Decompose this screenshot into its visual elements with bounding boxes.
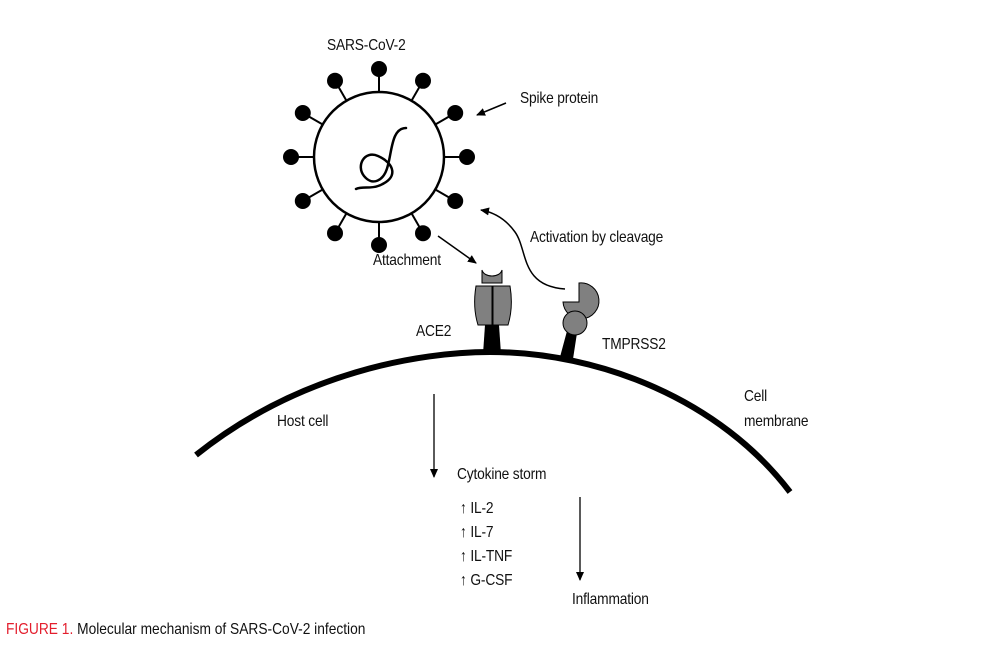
spike-head (459, 149, 475, 165)
attachment-label: Attachment (373, 252, 441, 269)
host-cell-label: Host cell (277, 413, 329, 430)
up-arrow-icon: ↑ (460, 548, 467, 565)
spike-pointer-arrow (476, 102, 507, 116)
spike-head (415, 72, 431, 89)
cytokine-item: ↑ G-CSF (460, 572, 512, 590)
figure-title: Molecular mechanism of SARS-CoV-2 infect… (73, 621, 366, 638)
spike-proteins (283, 61, 475, 253)
cytokine-storm-label: Cytokine storm (457, 466, 547, 483)
spike-protein-label: Spike protein (520, 90, 599, 107)
inflammation-label: Inflammation (572, 591, 649, 608)
figure-caption: FIGURE 1. Molecular mechanism of SARS-Co… (6, 621, 365, 639)
virus-label: SARS-CoV-2 (327, 37, 406, 54)
spike-head (294, 193, 311, 209)
up-arrow-icon: ↑ (460, 524, 467, 541)
spike-head (294, 105, 311, 121)
tmprss2-label: TMPRSS2 (602, 336, 666, 353)
cytokine-name: IL-TNF (470, 548, 513, 565)
attachment-arrow (437, 235, 477, 264)
ace2-label: ACE2 (416, 323, 452, 340)
tmprss2-protease (560, 282, 600, 359)
spike-head (327, 72, 343, 89)
up-arrow-icon: ↑ (460, 500, 467, 517)
ace2-receptor (474, 269, 512, 354)
cell-membrane-label-2: membrane (744, 413, 809, 430)
spike-head (447, 105, 464, 121)
cytokine-name: IL-2 (470, 500, 494, 517)
activation-arrow (480, 207, 566, 290)
figure-number: FIGURE 1. (6, 621, 74, 638)
cytokine-name: G-CSF (470, 572, 513, 589)
spike-head (447, 193, 464, 209)
spike-head (371, 61, 387, 77)
cytokine-item: ↑ IL-TNF (460, 548, 512, 566)
cytokine-item: ↑ IL-2 (460, 500, 494, 518)
cell-membrane-label-1: Cell (744, 388, 768, 405)
spike-head (415, 225, 431, 242)
up-arrow-icon: ↑ (460, 572, 467, 589)
spike-head (283, 149, 299, 165)
spike-head (327, 225, 343, 242)
cytokine-item: ↑ IL-7 (460, 524, 494, 542)
cytokine-name: IL-7 (470, 524, 494, 541)
viral-rna (354, 126, 408, 191)
spike-head (371, 237, 387, 253)
activation-label: Activation by cleavage (530, 229, 664, 246)
